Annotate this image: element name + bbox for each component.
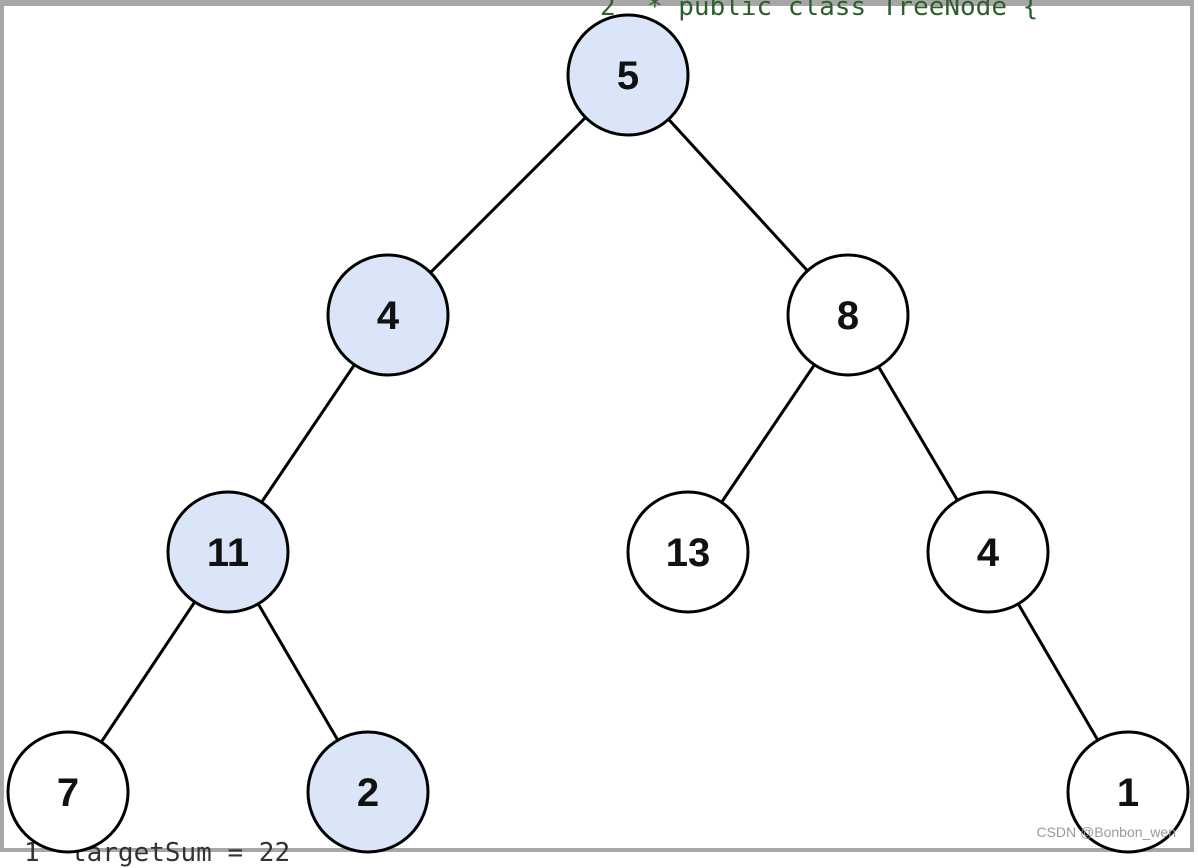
node-label: 7	[57, 771, 79, 815]
node-label: 1	[1117, 771, 1139, 815]
tree-node-n4a: 4	[326, 253, 450, 377]
tree-nodes: 5 4 8 11 13 4 7 2 1	[6, 13, 1190, 854]
node-circle	[926, 490, 1050, 614]
node-label: 5	[617, 54, 639, 98]
tree-edge-n11-n2	[256, 603, 340, 741]
tree-edge-n8-n4b	[877, 365, 959, 502]
node-circle	[626, 490, 750, 614]
highlighted-node-circle	[566, 13, 690, 137]
tree-edge-n5-n4a	[429, 116, 587, 274]
node-circle	[1066, 730, 1190, 854]
watermark: CSDN @Bonbon_wen	[1036, 824, 1176, 840]
highlighted-node-circle	[306, 730, 430, 854]
node-circle	[786, 253, 910, 377]
node-circle	[6, 730, 130, 854]
node-label: 8	[837, 294, 859, 338]
tree-edge-n4b-n1	[1016, 603, 1100, 741]
tree-node-n8: 8	[786, 253, 910, 377]
highlighted-node-circle	[326, 253, 450, 377]
tree-edge-n11-n7	[100, 601, 196, 743]
binary-tree-diagram: 5 4 8 11 13 4 7 2 1	[6, 13, 1190, 854]
tree-edge-n5-n8	[667, 118, 809, 272]
tree-node-n5: 5	[566, 13, 690, 137]
tree-node-n11: 11	[166, 490, 290, 614]
tree-edges	[100, 116, 1100, 743]
tree-node-n1: 1	[1066, 730, 1190, 854]
tree-edge-n8-n13	[720, 363, 816, 504]
tree-node-n7: 7	[6, 730, 130, 854]
tree-edge-n4a-n11	[260, 363, 356, 504]
node-label: 2	[357, 771, 379, 815]
node-label: 11	[207, 531, 249, 575]
node-label: 4	[377, 294, 400, 338]
tree-node-n2: 2	[306, 730, 430, 854]
node-label: 4	[977, 531, 1000, 575]
node-label: 13	[666, 531, 711, 575]
tree-node-n4b: 4	[926, 490, 1050, 614]
highlighted-node-circle	[166, 490, 290, 614]
tree-node-n13: 13	[626, 490, 750, 614]
background-code-top: 2 * public class TreeNode {	[600, 0, 1039, 22]
